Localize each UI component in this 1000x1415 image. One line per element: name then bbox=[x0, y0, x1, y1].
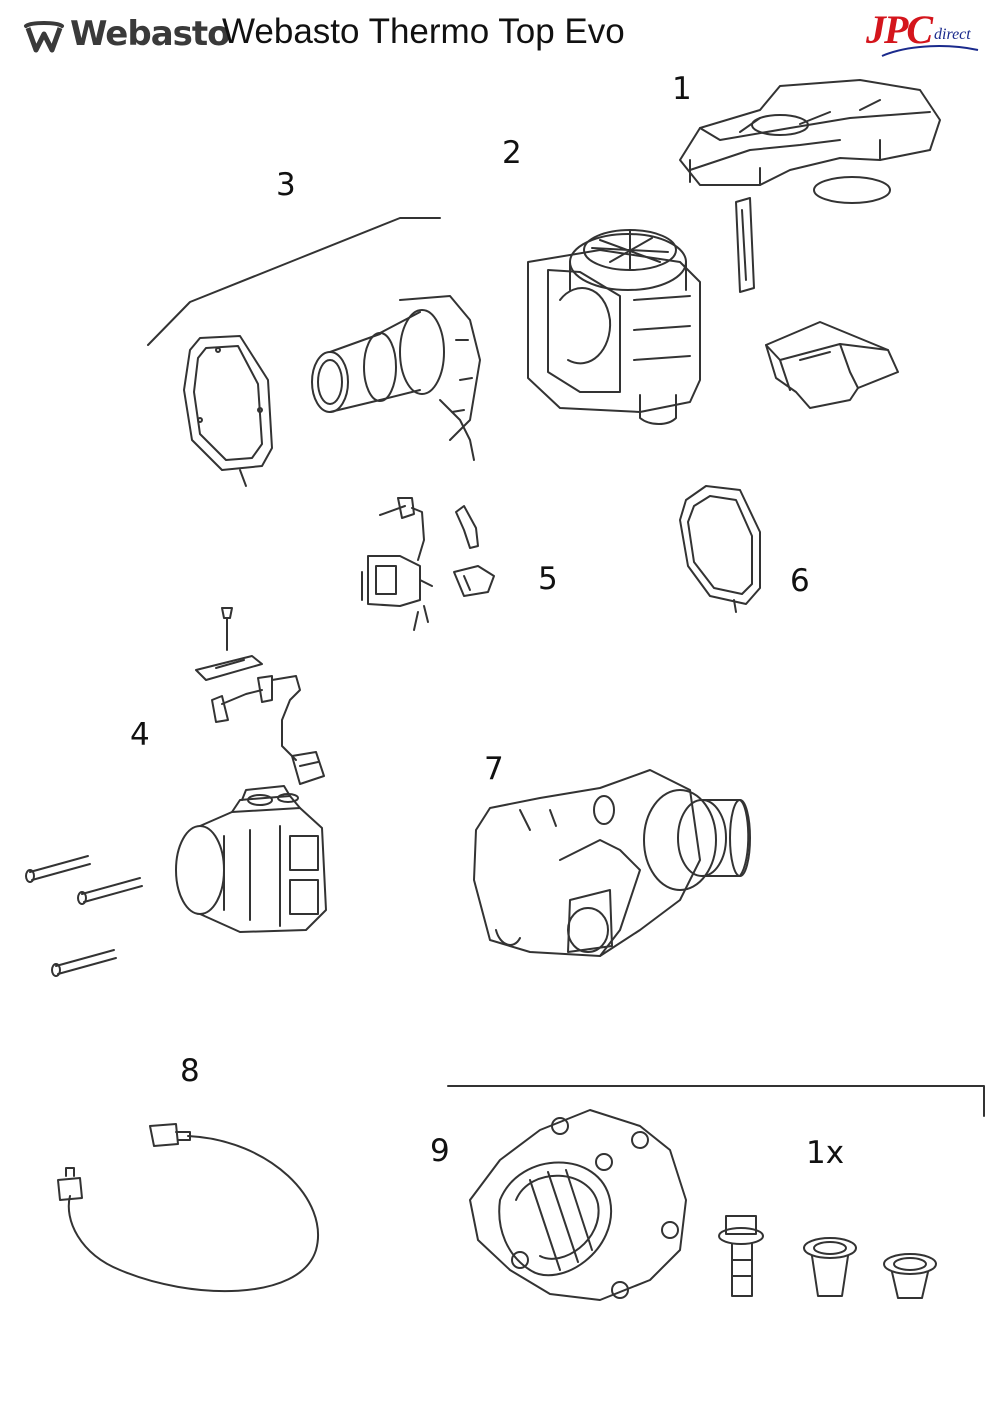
part-2-blower-housing bbox=[528, 198, 754, 424]
callout-5: 5 bbox=[538, 561, 558, 597]
part-9-housing bbox=[470, 1110, 686, 1300]
callout-1: 1 bbox=[672, 71, 692, 107]
part-3-leader-line bbox=[148, 218, 440, 345]
part-7-water-pump bbox=[474, 770, 750, 956]
part-1-upper-cover bbox=[680, 80, 940, 203]
jpc-logo-text: JPC bbox=[866, 7, 933, 52]
callout-9: 9 bbox=[430, 1133, 450, 1169]
part-4-pump-body bbox=[176, 786, 326, 932]
callout-4: 4 bbox=[130, 717, 150, 753]
part-tray bbox=[766, 322, 898, 408]
part-3-combustion-tube bbox=[312, 296, 480, 460]
part-4-bolts bbox=[26, 856, 142, 976]
jpc-swoosh-icon bbox=[881, 45, 979, 57]
part-9-leader-line bbox=[448, 1086, 984, 1116]
webasto-logo-icon bbox=[24, 21, 64, 53]
part-5-glow-plug-assembly bbox=[362, 498, 494, 630]
part-8-sensor-cable bbox=[58, 1124, 318, 1291]
part-3-gasket bbox=[184, 336, 272, 486]
callout-6: 6 bbox=[790, 563, 810, 599]
callout-8: 8 bbox=[180, 1053, 200, 1089]
part-4-harness bbox=[196, 608, 324, 784]
callout-2: 2 bbox=[502, 135, 522, 171]
callout-7: 7 bbox=[484, 751, 504, 787]
part-9-sleeve-small bbox=[884, 1254, 936, 1298]
quantity-note: 1x bbox=[806, 1135, 845, 1171]
part-6-gasket bbox=[680, 486, 760, 612]
part-9-sleeve-large bbox=[804, 1238, 856, 1296]
jpc-logo-subtext: direct bbox=[934, 26, 971, 43]
callout-3: 3 bbox=[276, 167, 296, 203]
part-9-bolt bbox=[719, 1216, 763, 1296]
page-title: Webasto Thermo Top Evo bbox=[222, 12, 625, 51]
webasto-brand-text: Webasto bbox=[70, 14, 230, 54]
